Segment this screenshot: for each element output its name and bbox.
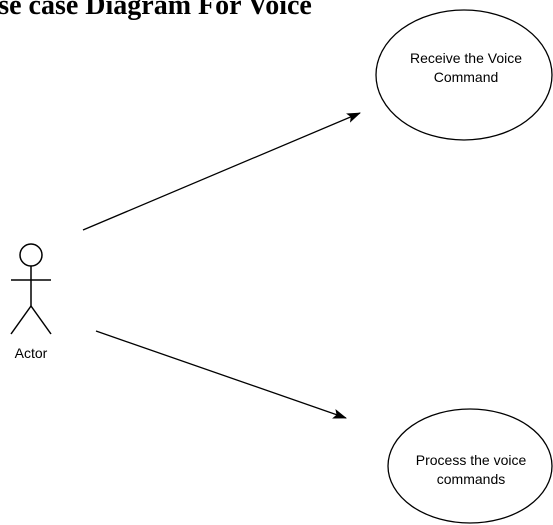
actor-right-leg — [30, 305, 52, 335]
actor-left-leg — [10, 305, 32, 335]
association-arrow-process — [95, 330, 347, 419]
use-case-label-line2: commands — [437, 471, 505, 487]
use-case-ellipse — [387, 408, 553, 524]
use-case-receive-voice-command: Receive the Voice Command — [375, 9, 553, 141]
use-case-ellipse — [375, 9, 553, 141]
use-case-process-voice-commands: Process the voice commands — [387, 408, 553, 524]
use-case-label-line1: Receive the Voice — [410, 50, 522, 66]
association-arrow-receive — [82, 112, 361, 231]
actor-head — [19, 243, 43, 267]
use-case-label-line1: Process the voice — [416, 452, 527, 468]
actor-label: Actor — [15, 345, 48, 361]
use-case-label-line2: Command — [434, 69, 499, 85]
diagram-title-fragment: Use case Diagram For Voice — [0, 0, 312, 21]
actor: Actor — [10, 243, 52, 361]
